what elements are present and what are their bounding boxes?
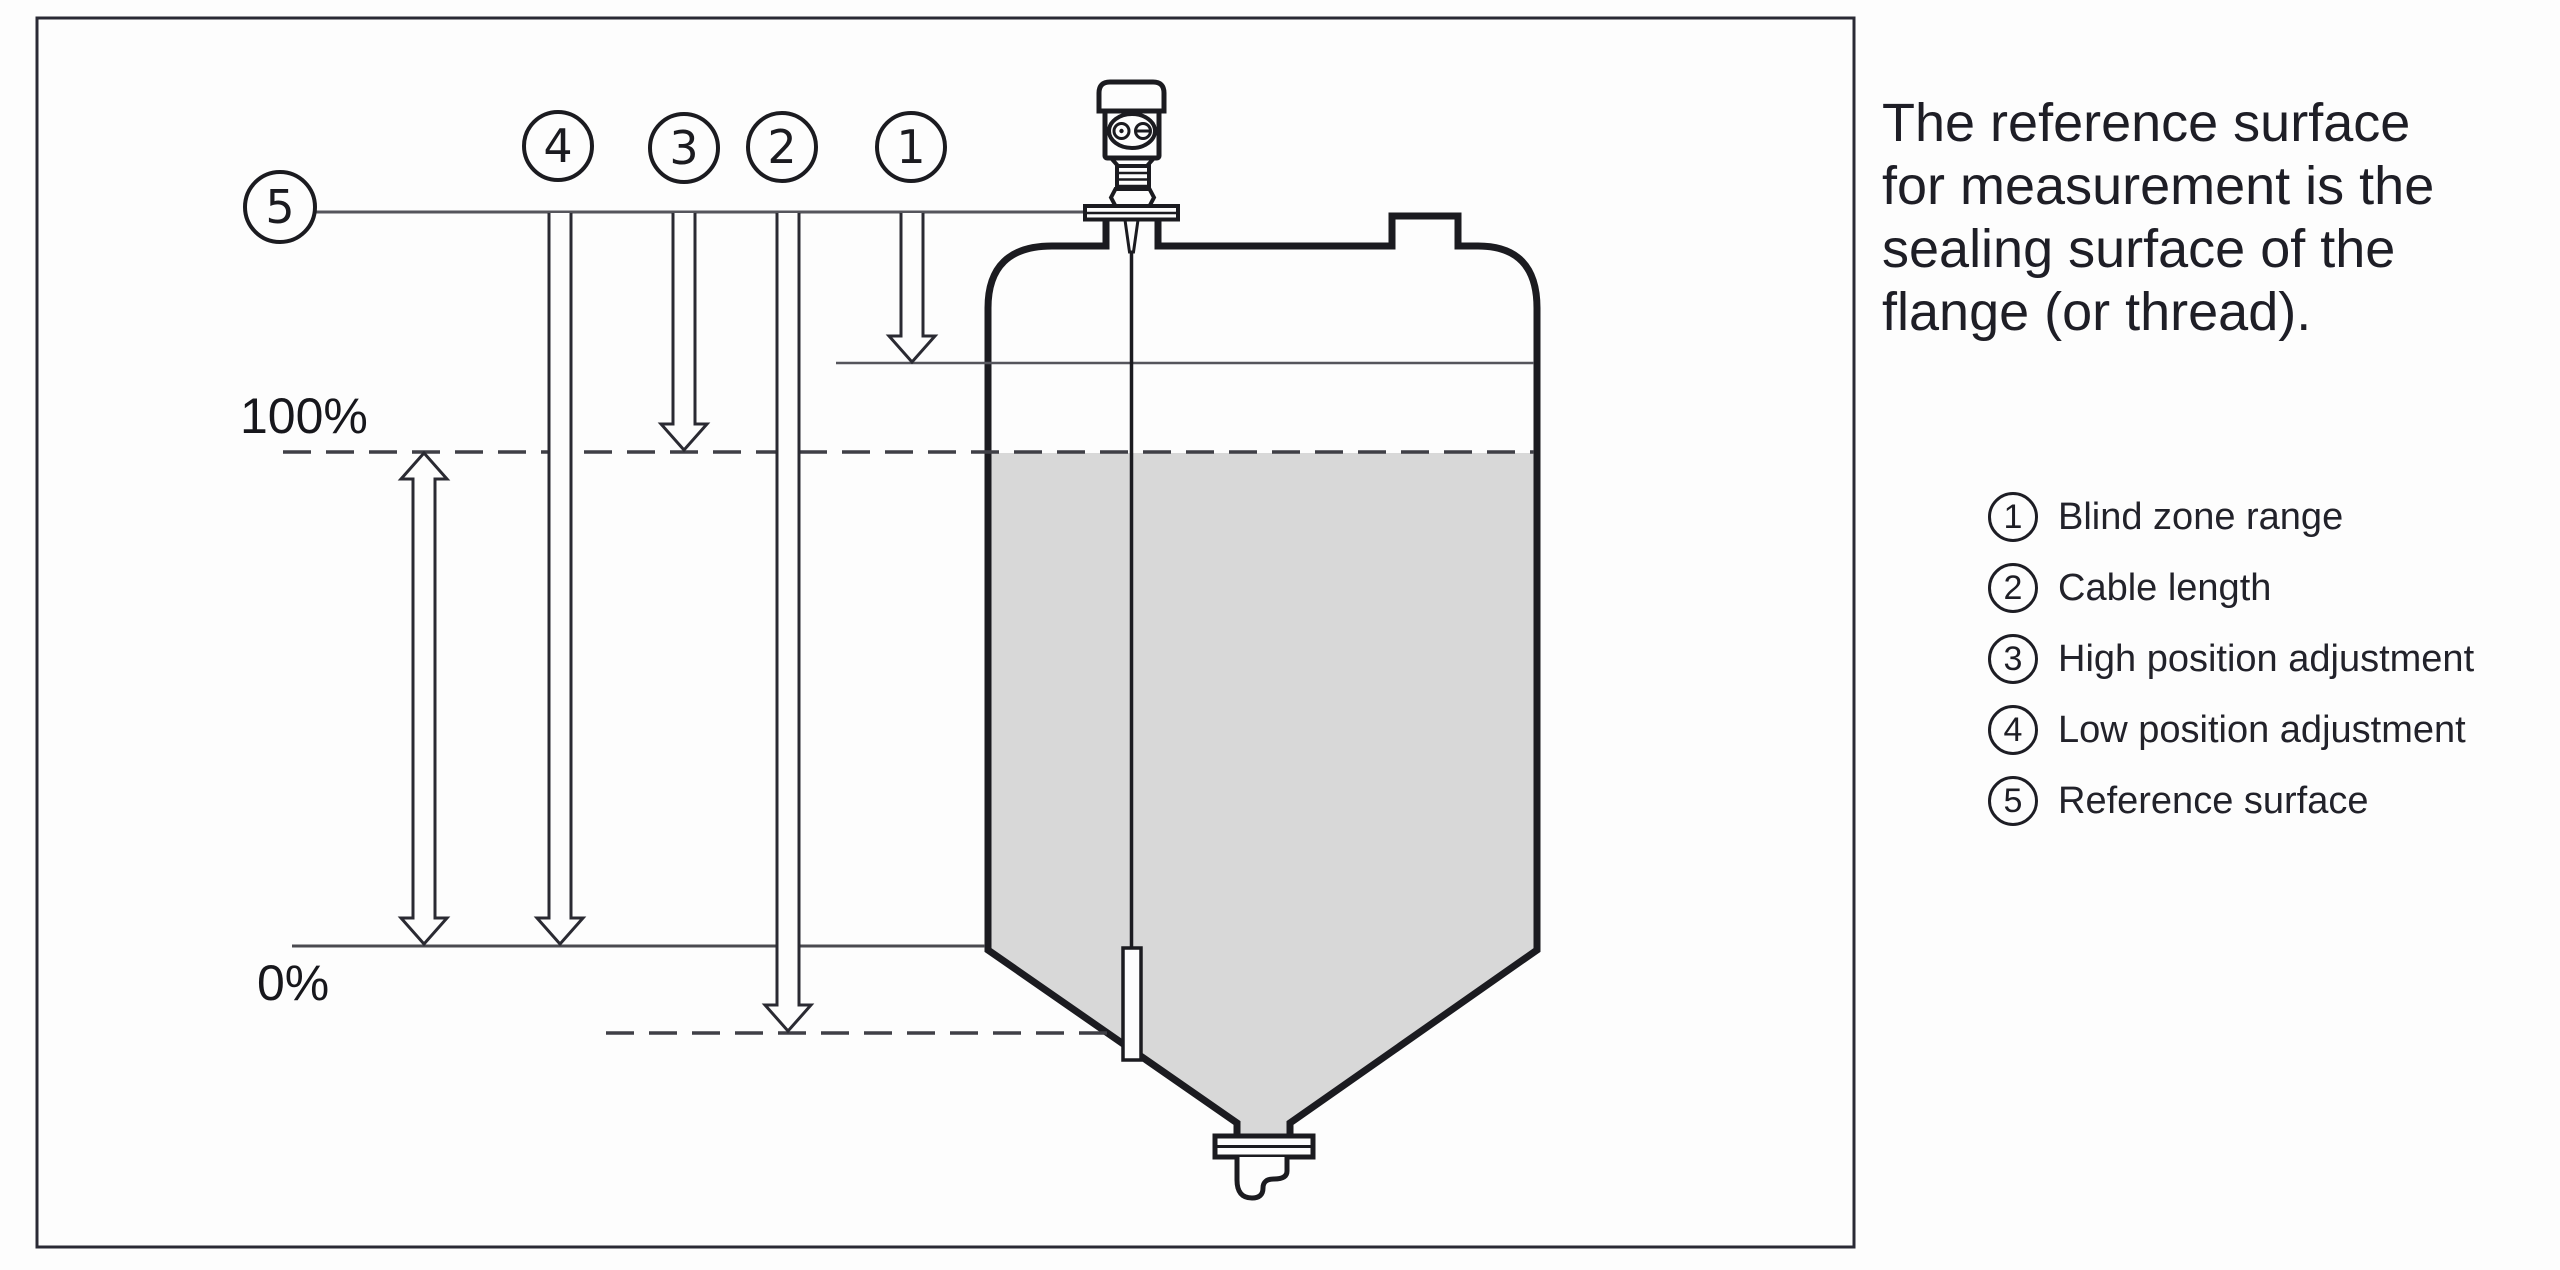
tank-outline: [984, 212, 1541, 1136]
callout-4-circle: [522, 110, 594, 182]
legend-number-4: 4: [1988, 705, 2038, 755]
legend: 1 Blind zone range 2 Cable length 3 High…: [1988, 492, 2474, 847]
arrow-cable-length: [761, 213, 815, 1034]
callout-5-number: 5: [265, 180, 294, 234]
legend-label-2: Cable length: [2058, 566, 2272, 609]
legend-number-2: 2: [1988, 563, 2038, 613]
legend-label-5: Reference surface: [2058, 779, 2369, 822]
sensor-dial-left-dot: [1119, 128, 1124, 134]
legend-number-1: 1: [1988, 492, 2038, 542]
bottom-outlet-pipe: [1234, 1157, 1290, 1201]
callouts: 5 4 3 2 1: [243, 110, 947, 244]
callout-5-circle: [243, 170, 317, 244]
callout-1-number: 1: [896, 120, 925, 174]
callout-2-circle: [746, 111, 818, 183]
callout-3-circle: [648, 112, 720, 184]
arrow-high-adjustment: [657, 213, 711, 453]
legend-item-blind-zone: 1 Blind zone range: [1988, 492, 2474, 542]
sensor-transmitter: [1083, 79, 1180, 254]
callout-1-circle: [875, 111, 947, 183]
legend-item-reference-surface: 5 Reference surface: [1988, 776, 2474, 826]
full-level-label: 100%: [240, 388, 368, 444]
reference-surface-note: The reference surface for measurement is…: [1882, 93, 2435, 342]
legend-label-3: High position adjustment: [2058, 637, 2475, 680]
liquid-fill: [988, 453, 1537, 1136]
diagram-border: [35, 16, 1856, 1249]
measurement-arrows: [397, 213, 939, 1034]
zero-level-label: 0%: [257, 955, 329, 1011]
probe-taper: [1123, 218, 1140, 254]
arrow-measuring-span: [397, 450, 451, 947]
legend-label-4: Low position adjustment: [2058, 708, 2466, 751]
callout-3-number: 3: [669, 121, 698, 175]
legend-item-high-adjustment: 3 High position adjustment: [1988, 634, 2474, 684]
sensor-hex-nut: [1108, 187, 1157, 208]
legend-item-low-adjustment: 4 Low position adjustment: [1988, 705, 2474, 755]
arrow-low-adjustment: [533, 213, 587, 947]
legend-number-5: 5: [1988, 776, 2038, 826]
legend-item-cable-length: 2 Cable length: [1988, 563, 2474, 613]
legend-number-3: 3: [1988, 634, 2038, 684]
legend-label-1: Blind zone range: [2058, 495, 2344, 538]
callout-4-number: 4: [543, 119, 572, 173]
counterweight: [1121, 946, 1143, 1062]
callout-2-number: 2: [767, 120, 796, 174]
sensor-lid: [1096, 79, 1167, 114]
arrow-blind-zone: [885, 213, 939, 365]
